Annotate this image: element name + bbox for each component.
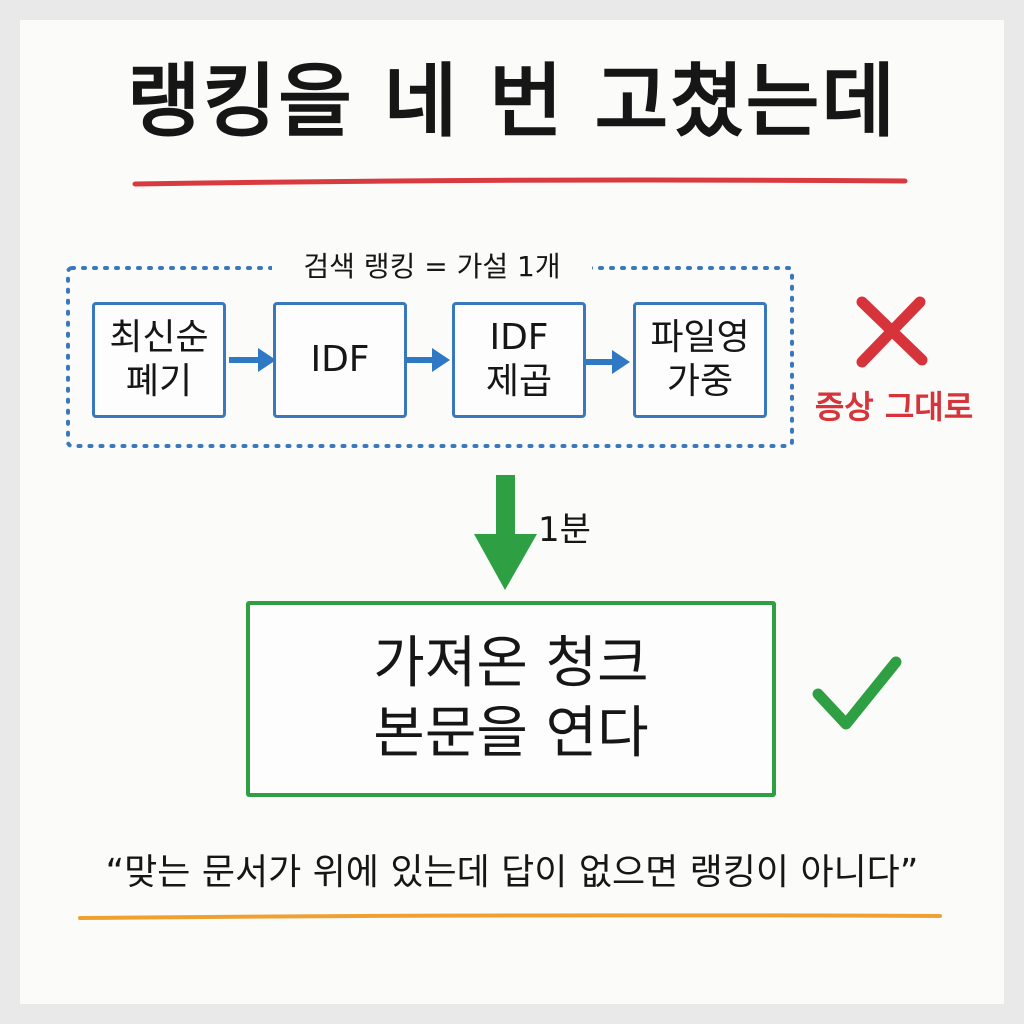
step-box-1: 최신순 폐기 — [92, 302, 226, 418]
title-underline — [132, 177, 908, 187]
step-box-2: IDF — [273, 302, 407, 418]
page-title: 랭킹을 네 번 고쳤는데 — [127, 55, 897, 148]
flow-arrow-2 — [406, 348, 450, 372]
quote-text: “맞는 문서가 위에 있는데 답이 없으면 랭킹이 아니다” — [105, 852, 919, 893]
down-arrow-label: 1분 — [538, 510, 591, 550]
step-box-4: 파일영 가중 — [633, 302, 767, 418]
flow-arrow-3 — [586, 350, 630, 374]
step-box-3: IDF 제곱 — [452, 302, 586, 418]
group-label: 검색 랭킹 = 가설 1개 — [272, 250, 592, 284]
check-mark-icon — [812, 656, 902, 730]
x-mark-icon — [856, 296, 928, 368]
down-arrow — [474, 475, 537, 590]
result-box: 가져온 청크 본문을 연다 — [246, 601, 776, 797]
group-frame — [66, 266, 794, 448]
flow-arrow-1 — [229, 348, 276, 372]
quote-underline — [78, 913, 942, 920]
fail-label: 증상 그대로 — [814, 388, 974, 426]
